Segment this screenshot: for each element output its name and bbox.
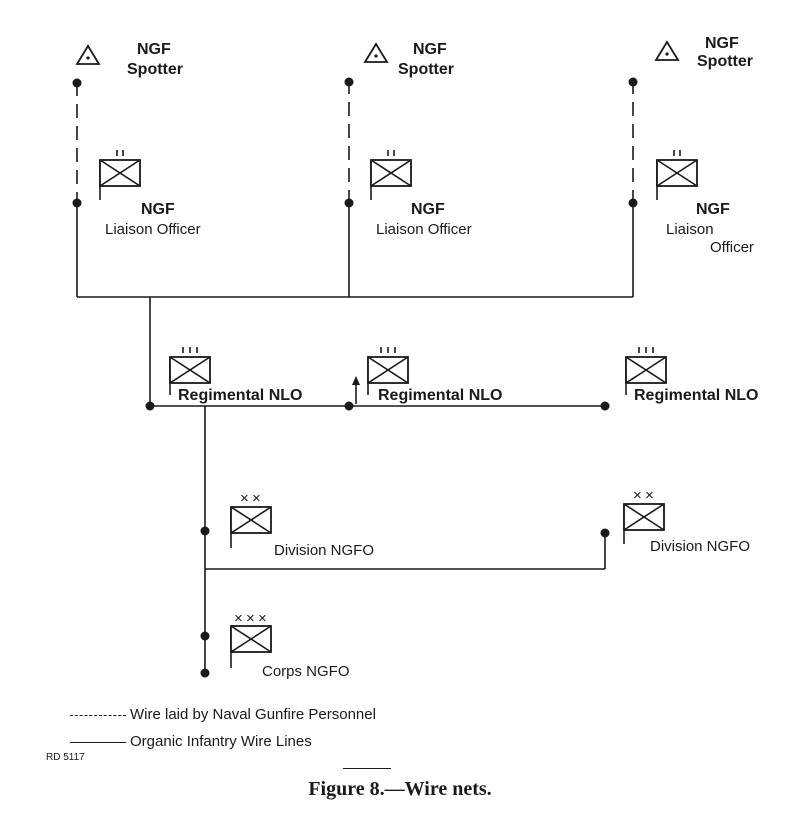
liaison-officer-middle: NGF Liaison Officer	[370, 150, 472, 238]
liaison-label-line1: NGF	[696, 201, 730, 218]
corps-label: Corps NGFO	[262, 663, 350, 680]
spotter-label-line2: Spotter	[127, 61, 183, 78]
solid-line-sample	[70, 741, 126, 743]
connection-points	[72, 77, 638, 678]
spotter-triangle-icon	[363, 42, 389, 63]
regiment-label: Regimental NLO	[634, 387, 758, 404]
regimental-nlo-right: Regimental NLO	[625, 347, 758, 404]
liaison-label-line1: NGF	[141, 201, 175, 218]
division-label: Division NGFO	[650, 538, 750, 555]
spotter-middle: NGF Spotter	[363, 41, 454, 78]
spotter-triangle-icon	[75, 44, 101, 65]
spotter-label-line2: Spotter	[697, 53, 753, 70]
regimental-nlo-left: Regimental NLO	[169, 347, 302, 404]
figure-caption: Figure 8.—Wire nets.	[308, 778, 492, 800]
liaison-label-line3: Officer	[710, 239, 754, 256]
corps-ngfo: × × × Corps NGFO	[230, 610, 350, 680]
svg-text:×: ×	[240, 490, 249, 507]
regiment-label: Regimental NLO	[378, 387, 502, 404]
svg-text:×: ×	[234, 610, 243, 627]
spotter-right: NGF Spotter	[654, 35, 753, 70]
spotter-triangle-icon	[654, 40, 680, 61]
regimental-nlo-middle: Regimental NLO	[367, 347, 502, 404]
liaison-label-line2: Liaison	[666, 221, 714, 238]
liaison-officer-left: NGF Liaison Officer	[99, 150, 201, 238]
legend-solid: Organic Infantry Wire Lines	[70, 733, 312, 750]
liaison-label-line2: Liaison Officer	[376, 221, 472, 238]
svg-text:×: ×	[258, 610, 267, 627]
legend-dashed: Wire laid by Naval Gunfire Personnel	[70, 706, 376, 723]
spotter-label-line1: NGF	[705, 35, 739, 52]
dashed-line-sample	[70, 714, 126, 716]
regiment-label: Regimental NLO	[178, 387, 302, 404]
division-ngfo-right: × × Division NGFO	[623, 487, 750, 555]
reference-code: RD 5117	[46, 752, 85, 763]
spotter-label-line1: NGF	[413, 41, 447, 58]
spotter-left: NGF Spotter	[75, 41, 183, 78]
svg-text:×: ×	[633, 487, 642, 504]
division-label: Division NGFO	[274, 542, 374, 559]
spotter-label-line2: Spotter	[398, 61, 454, 78]
spotter-label-line1: NGF	[137, 41, 171, 58]
legend-dashed-label: Wire laid by Naval Gunfire Personnel	[130, 706, 376, 723]
legend-solid-label: Organic Infantry Wire Lines	[130, 733, 312, 750]
liaison-label-line1: NGF	[411, 201, 445, 218]
svg-text:×: ×	[645, 487, 654, 504]
svg-text:×: ×	[252, 490, 261, 507]
svg-text:×: ×	[246, 610, 255, 627]
liaison-officer-right: NGF Liaison Officer	[656, 150, 754, 256]
division-ngfo-left: × × Division NGFO	[230, 490, 374, 559]
caption-rule	[343, 768, 391, 769]
liaison-label-line2: Liaison Officer	[105, 221, 201, 238]
